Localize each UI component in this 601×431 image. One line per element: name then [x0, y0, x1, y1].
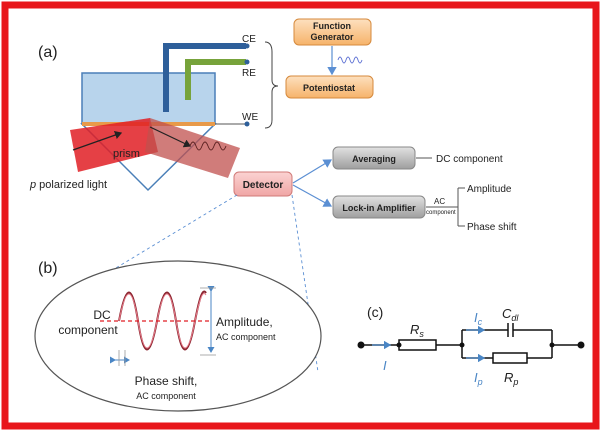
phase-shift-label: Phase shift — [467, 222, 517, 233]
panel-label-c: (c) — [367, 304, 383, 320]
function-generator-box — [293, 18, 372, 46]
rp-main: R — [504, 370, 513, 385]
amplitude-label: Amplitude — [467, 184, 512, 195]
rp-label: Rp — [504, 370, 518, 387]
ce-label: CE — [242, 34, 256, 45]
ac-label: AC — [434, 197, 445, 206]
re-label: RE — [242, 68, 256, 79]
node-rs — [396, 342, 402, 348]
re-terminal — [244, 59, 250, 65]
rs-sub: s — [419, 329, 424, 339]
detector-to-averaging-arrow — [292, 159, 333, 184]
detector-to-lockin-arrow — [292, 184, 333, 207]
prism-label: prism — [113, 148, 140, 160]
reference-electrode — [185, 59, 246, 100]
function-generator-line1: Function — [313, 21, 351, 31]
light-rest: polarized light — [36, 179, 107, 191]
ic-label: Ic — [474, 310, 483, 327]
phase-panel-line1: Phase shift, — [135, 374, 198, 388]
i-label: I — [383, 358, 387, 373]
potentiostat-label: Potentiostat — [303, 83, 355, 93]
electrode-bracket — [264, 41, 279, 129]
resistor-rp — [492, 352, 528, 364]
polarized-light-label: p polarized light — [29, 179, 107, 191]
we-terminal — [244, 121, 250, 127]
ic-main: I — [474, 310, 478, 325]
we-label: WE — [242, 112, 258, 123]
terminal-right — [577, 341, 585, 349]
detector-box — [233, 171, 293, 197]
node-parallel-right — [549, 342, 555, 348]
averaging-box — [332, 146, 416, 170]
incident-arrow — [72, 131, 123, 151]
phase-panel-line2: AC component — [136, 391, 196, 401]
sine-wave-light — [118, 293, 207, 349]
dc-line2: component — [58, 323, 118, 337]
lockin-box — [332, 195, 426, 219]
averaging-label: Averaging — [352, 154, 396, 164]
ce-terminal — [244, 43, 250, 49]
dc-component-label: DC component — [436, 154, 503, 165]
panel-label-b: (b) — [38, 260, 58, 277]
terminal-left — [357, 341, 365, 349]
incident-beam — [70, 118, 158, 172]
dc-line1: DC — [93, 308, 111, 322]
ac-split-bracket — [457, 187, 465, 227]
amplitude-panel-line2: AC component — [216, 332, 276, 342]
ip-sub: p — [477, 377, 483, 387]
cdl-label: Cdl — [502, 306, 519, 323]
panel-label-a: (a) — [38, 44, 58, 61]
light-p: p — [29, 179, 36, 191]
cdl-sub: dl — [511, 313, 519, 323]
reflected-arrow — [149, 126, 192, 148]
resistor-rs — [398, 339, 437, 351]
function-generator-line2: Generator — [310, 32, 354, 42]
node-parallel-left — [459, 342, 465, 348]
ac-component-small-label: component — [426, 210, 456, 216]
cdl-main: C — [502, 306, 512, 321]
counter-electrode — [163, 43, 246, 112]
potentiostat-box — [285, 75, 374, 99]
reflected-beam — [145, 118, 240, 178]
electrochemical-cell — [81, 72, 216, 125]
fg-wave — [337, 56, 363, 64]
ip-label: Ip — [474, 370, 483, 387]
ic-sub: c — [478, 317, 483, 327]
ip-main: I — [474, 370, 478, 385]
rs-main: R — [410, 322, 419, 337]
amplitude-panel-line1: Amplitude, — [216, 315, 273, 329]
detector-label: Detector — [243, 180, 284, 191]
rs-label: Rs — [410, 322, 424, 339]
reflected-wave — [189, 141, 227, 151]
lockin-label: Lock-in Amplifier — [342, 203, 416, 213]
rp-sub: p — [512, 377, 518, 387]
